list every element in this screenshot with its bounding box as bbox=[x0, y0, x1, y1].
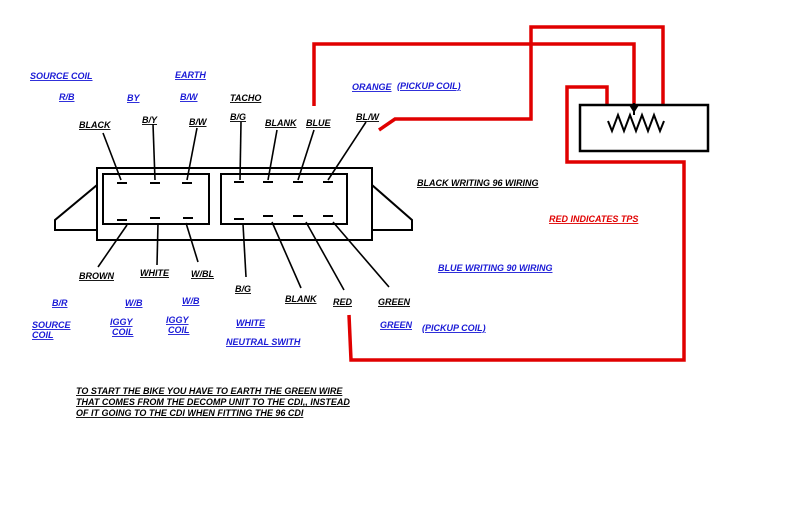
tps-sensor bbox=[578, 103, 710, 153]
label-green-black: GREEN bbox=[378, 297, 411, 307]
tps-wiper-arrow-icon bbox=[629, 105, 639, 113]
connector-left-block bbox=[102, 173, 210, 225]
label-pickup-coil-bottom: (PICKUP COIL) bbox=[422, 323, 486, 333]
label-neutral-switch: NEUTRAL SWITH bbox=[226, 337, 301, 347]
label-orange: ORANGE bbox=[352, 82, 392, 92]
label-rb: R/B bbox=[59, 92, 75, 102]
cdi-connector bbox=[54, 167, 413, 241]
label-blue: BLUE bbox=[306, 118, 331, 128]
label-blw: BL/W bbox=[356, 112, 380, 122]
label-bw-black: B/W bbox=[189, 117, 208, 127]
label-iggy-coil-1a: IGGY bbox=[110, 317, 134, 327]
wire-by bbox=[152, 123, 156, 181]
wire-blank-top bbox=[267, 129, 278, 181]
tps-wire-blue bbox=[312, 42, 636, 106]
label-earth: EARTH bbox=[175, 70, 206, 80]
label-iggy-coil-2b: COIL bbox=[168, 325, 190, 335]
instruction-line-1: TO START THE BIKE YOU HAVE TO EARTH THE … bbox=[76, 386, 343, 396]
label-by-blue: BY bbox=[127, 93, 140, 103]
label-white-blue: WHITE bbox=[236, 318, 266, 328]
label-source-coil-top: SOURCE COIL bbox=[30, 71, 93, 81]
instruction-line-2: THAT COMES FROM THE DECOMP UNIT TO THE C… bbox=[76, 397, 350, 407]
tps-wire-blw bbox=[378, 25, 665, 132]
label-brown: BROWN bbox=[79, 271, 114, 281]
label-wbl: W/BL bbox=[191, 269, 214, 279]
connector-outline bbox=[54, 167, 413, 241]
wire-bg-bottom bbox=[242, 223, 247, 278]
wire-brown bbox=[97, 224, 128, 268]
wire-blue bbox=[297, 129, 315, 181]
leader-wires bbox=[97, 121, 390, 291]
label-bg-top: B/G bbox=[230, 112, 246, 122]
tps-wiring bbox=[312, 25, 686, 362]
label-br: B/R bbox=[52, 298, 68, 308]
connector-pins bbox=[117, 181, 333, 221]
label-white-black: WHITE bbox=[140, 268, 170, 278]
label-red: RED bbox=[333, 297, 353, 307]
note-blue-writing: BLUE WRITING 90 WIRING bbox=[438, 263, 553, 273]
wire-bg-top bbox=[239, 121, 242, 181]
instruction-line-3: OF IT GOING TO THE CDI WHEN FITTING THE … bbox=[76, 408, 304, 418]
label-pickup-coil-top: (PICKUP COIL) bbox=[397, 81, 461, 91]
label-iggy-coil-1b: COIL bbox=[112, 327, 134, 337]
wire-blank-bottom bbox=[271, 221, 302, 289]
wire-blw bbox=[327, 121, 367, 181]
note-black-writing: BLACK WRITING 96 WIRING bbox=[417, 178, 539, 188]
label-iggy-coil-2a: IGGY bbox=[166, 315, 190, 325]
note-red-tps: RED INDICATES TPS bbox=[549, 214, 638, 224]
wire-black bbox=[102, 132, 122, 181]
tps-wire-red bbox=[347, 85, 686, 362]
wire-red bbox=[305, 221, 345, 291]
label-source-coil-bottom-1: SOURCE bbox=[32, 320, 72, 330]
label-wb-1: W/B bbox=[125, 298, 143, 308]
label-wb-2: W/B bbox=[182, 296, 200, 306]
label-bw-blue: B/W bbox=[180, 92, 199, 102]
label-green-blue: GREEN bbox=[380, 320, 413, 330]
label-blank-bottom: BLANK bbox=[285, 294, 318, 304]
tps-resistor-icon bbox=[607, 112, 665, 134]
label-bg-bottom: B/G bbox=[235, 284, 251, 294]
connector-right-block bbox=[220, 173, 348, 225]
label-by-black: B/Y bbox=[142, 115, 158, 125]
label-blank-top: BLANK bbox=[265, 118, 298, 128]
wire-wbl bbox=[185, 222, 199, 263]
label-source-coil-bottom-2: COIL bbox=[32, 330, 54, 340]
wire-bw bbox=[186, 127, 198, 181]
label-tacho: TACHO bbox=[230, 93, 261, 103]
wire-white bbox=[156, 222, 159, 266]
wire-green bbox=[332, 221, 390, 288]
label-black: BLACK bbox=[79, 120, 112, 130]
tps-body bbox=[578, 103, 710, 153]
